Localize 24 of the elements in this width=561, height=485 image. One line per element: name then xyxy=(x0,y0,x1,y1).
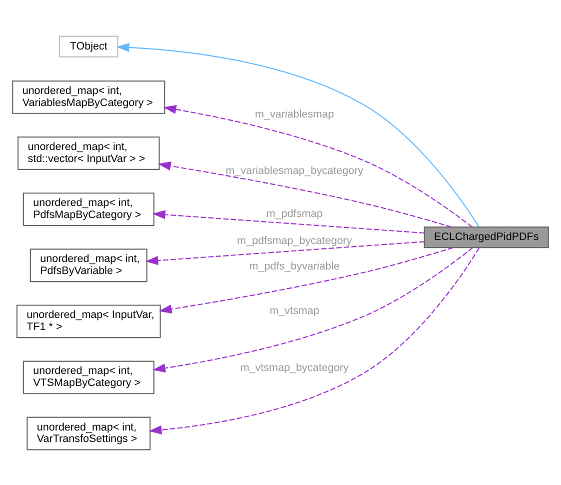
node-box: unordered_map< int, PdfsByVariable > xyxy=(30,248,148,282)
node-box: unordered_map< int, VarTransfoSettings > xyxy=(26,416,151,450)
node-box: unordered_map< int, VariablesMapByCategory > xyxy=(12,80,166,114)
node-box: unordered_map< int, std::vector< InputVar > > xyxy=(18,136,160,170)
edge-label: m_pdfsmap xyxy=(266,207,323,220)
arrow xyxy=(158,161,452,227)
arrow xyxy=(148,247,480,434)
node-box: ECLChargedPidPDFs xyxy=(424,226,549,248)
edge-label: m_variablesmap_bycategory xyxy=(226,164,364,176)
edge-label: m_pdfs_byvariable xyxy=(249,260,340,272)
node-box: unordered_map< int, VTSMapByCategory > xyxy=(22,360,154,394)
arrow xyxy=(163,104,472,227)
edge-label: m_vtsmap_bycategory xyxy=(240,362,349,374)
edge-label: m_pdfsmap_bycategory xyxy=(237,234,352,246)
edge-label: m_vtsmap xyxy=(270,304,320,316)
node-box: unordered_map< int, PdfsMapByCategory > xyxy=(22,192,154,226)
edge-label: m_variablesmap xyxy=(255,108,334,120)
node-box: TObject xyxy=(59,35,118,57)
arrow xyxy=(152,210,424,234)
arrow xyxy=(145,240,424,265)
arrow xyxy=(158,246,454,314)
arrow xyxy=(116,42,480,227)
arrow xyxy=(152,246,474,372)
node-box: unordered_map< InputVar, TF1 * > xyxy=(16,304,161,338)
